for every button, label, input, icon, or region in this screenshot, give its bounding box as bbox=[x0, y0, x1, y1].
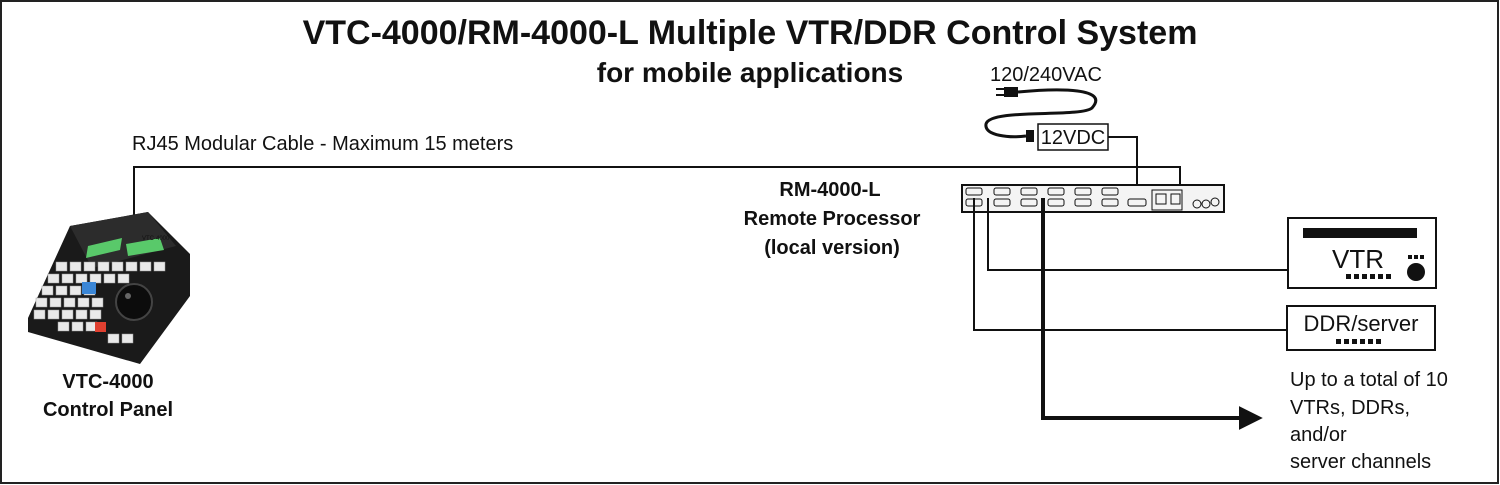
note-line-2: VTRs, DDRs, bbox=[1290, 397, 1410, 419]
ac-plug-icon bbox=[996, 87, 1018, 97]
panel-key bbox=[139, 261, 152, 272]
panel-key bbox=[75, 273, 88, 284]
serial-port-connector bbox=[1101, 187, 1119, 196]
panel-key bbox=[97, 261, 110, 272]
panel-key bbox=[153, 261, 166, 272]
diagram-title: VTC-4000/RM-4000-L Multiple VTR/DDR Cont… bbox=[303, 14, 1198, 52]
panel-key bbox=[33, 309, 46, 320]
processor-name: RM-4000-L bbox=[779, 179, 880, 201]
vtr-knob-icon bbox=[1407, 263, 1425, 281]
red-key bbox=[95, 322, 106, 332]
dc-plug-icon bbox=[1026, 130, 1034, 142]
panel-key bbox=[89, 309, 102, 320]
panel-key bbox=[63, 297, 76, 308]
power-cord bbox=[984, 88, 1098, 139]
cable-label: RJ45 Modular Cable - Maximum 15 meters bbox=[132, 133, 513, 155]
processor-line3: (local version) bbox=[764, 237, 900, 259]
ddr-connection bbox=[973, 198, 1288, 331]
dc-power-line bbox=[1108, 136, 1138, 184]
panel-key bbox=[111, 261, 124, 272]
panel-key bbox=[57, 321, 70, 332]
panel-key bbox=[41, 285, 54, 296]
serial-port-connector bbox=[993, 187, 1011, 196]
panel-key bbox=[49, 297, 62, 308]
panel-key bbox=[47, 273, 60, 284]
panel-key bbox=[69, 285, 82, 296]
rm-4000-l-unit bbox=[961, 184, 1225, 213]
serial-port-connector bbox=[1047, 198, 1065, 207]
vtr-label: VTR bbox=[1332, 244, 1384, 274]
panel-key bbox=[75, 309, 88, 320]
blue-key bbox=[82, 282, 96, 294]
panel-key bbox=[117, 273, 130, 284]
panel-key bbox=[83, 261, 96, 272]
serial-port-connector bbox=[1127, 198, 1147, 207]
panel-key bbox=[55, 285, 68, 296]
panel-key bbox=[71, 321, 84, 332]
panel-key bbox=[125, 261, 138, 272]
serial-port-connector bbox=[1047, 187, 1065, 196]
panel-key bbox=[107, 333, 120, 344]
serial-port-connector bbox=[1020, 198, 1038, 207]
dc-adapter-box bbox=[1037, 123, 1109, 151]
panel-model-text: VTC-4000 bbox=[142, 236, 170, 242]
serial-port-connector bbox=[1074, 198, 1092, 207]
note-line-4: server channels bbox=[1290, 451, 1431, 473]
jog-wheel-icon bbox=[115, 283, 153, 321]
diagram-subtitle: for mobile applications bbox=[597, 57, 903, 88]
serial-port-connector bbox=[965, 187, 983, 196]
panel-key bbox=[47, 309, 60, 320]
expansion-arrow bbox=[1041, 198, 1263, 430]
panel-key bbox=[61, 273, 74, 284]
serial-port-connector bbox=[1101, 198, 1119, 207]
panel-key bbox=[35, 297, 48, 308]
dc-power-label: 12VDC bbox=[1041, 127, 1105, 149]
serial-port-connector bbox=[1020, 187, 1038, 196]
processor-line2: Remote Processor bbox=[744, 208, 921, 230]
control-panel-desc: Control Panel bbox=[43, 399, 173, 421]
ac-power-label: 120/240VAC bbox=[990, 64, 1102, 86]
serial-port-connector bbox=[993, 198, 1011, 207]
panel-key bbox=[121, 333, 134, 344]
panel-key bbox=[89, 273, 102, 284]
panel-key bbox=[61, 309, 74, 320]
note-line-1: Up to a total of 10 bbox=[1290, 369, 1448, 391]
panel-key bbox=[69, 261, 82, 272]
control-panel-name: VTC-4000 bbox=[62, 371, 153, 393]
panel-key bbox=[55, 261, 68, 272]
panel-key bbox=[91, 297, 104, 308]
serial-port-connector bbox=[1074, 187, 1092, 196]
display-right bbox=[126, 238, 164, 256]
note-line-3: and/or bbox=[1290, 424, 1347, 446]
display-left bbox=[86, 238, 122, 258]
ddr-device: DDR/server bbox=[1286, 305, 1436, 351]
panel-key bbox=[103, 273, 116, 284]
vtr-device: VTR bbox=[1287, 217, 1437, 289]
rj45-cable bbox=[133, 166, 1181, 232]
ddr-label: DDR/server bbox=[1304, 311, 1419, 336]
vtr-connection bbox=[987, 198, 1288, 271]
panel-key bbox=[77, 297, 90, 308]
vtc-4000-control-panel: VTC-4000 bbox=[28, 212, 190, 364]
